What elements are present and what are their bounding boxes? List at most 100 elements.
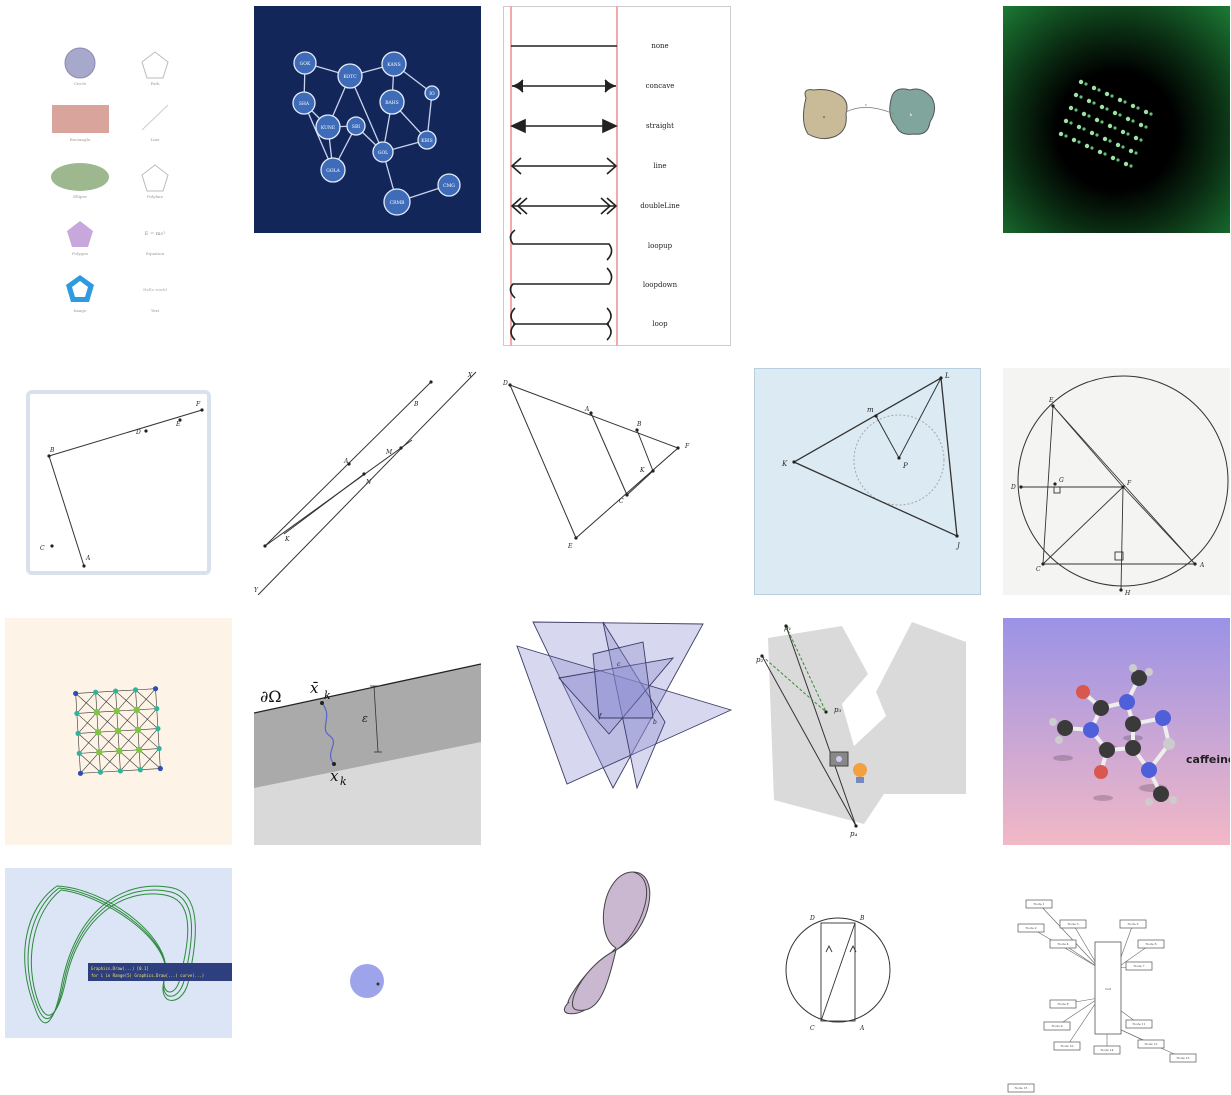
grid-node — [114, 727, 122, 735]
svg-text:KBIS: KBIS — [421, 138, 433, 144]
lattice-node — [1120, 129, 1126, 135]
caffeine-tile: caffeine — [1003, 618, 1230, 845]
point-c — [50, 544, 54, 548]
label-p3: p₃ — [834, 706, 841, 714]
label-b: B — [49, 447, 55, 454]
lightbulb-base — [856, 777, 864, 783]
spirograph-curves — [24, 885, 196, 1024]
lattice-node — [1068, 105, 1074, 111]
lattice-node — [1069, 121, 1073, 125]
svg-text:Node 4: Node 4 — [1058, 942, 1069, 946]
blob-b-label: b — [910, 112, 913, 117]
lattice-node — [1074, 108, 1078, 112]
label-b: b — [653, 719, 657, 726]
lattice-node — [1071, 137, 1077, 143]
svg-text:Node 3: Node 3 — [1068, 922, 1079, 926]
graph-node: BAHS — [379, 89, 405, 115]
lattice-node — [1058, 131, 1064, 137]
lattice-node — [1095, 133, 1099, 137]
room-polygon — [768, 622, 966, 824]
graph-node: KOTC — [337, 63, 363, 89]
shape-label: Text — [151, 308, 160, 313]
grid-node — [115, 747, 123, 755]
label-c: C — [1036, 566, 1041, 573]
point-m — [399, 446, 403, 450]
label-p: P — [902, 462, 908, 470]
svg-text:Node 11: Node 11 — [1133, 1022, 1146, 1026]
graph-node: KBIS — [417, 130, 437, 150]
tree-node: Node 13 — [1169, 1053, 1197, 1063]
small-disk-tile — [254, 868, 481, 1095]
svg-text:Node 1: Node 1 — [1034, 902, 1045, 906]
label-d: D — [503, 380, 508, 387]
label-d: D — [135, 429, 141, 436]
grid-node — [75, 730, 81, 736]
lattice-node — [1130, 103, 1136, 109]
tree-node: Node 10 — [1053, 1041, 1081, 1051]
shape-label: Equation — [146, 251, 165, 256]
circle-shape — [64, 47, 96, 79]
svg-text:Node 15: Node 15 — [1015, 1086, 1028, 1090]
label-j: J — [955, 542, 961, 550]
root-label: root — [1105, 987, 1112, 991]
point-b — [47, 454, 51, 458]
grid-node — [134, 726, 142, 734]
molecule-atoms — [1049, 664, 1177, 806]
label-l: L — [944, 372, 950, 380]
label-p1: p₁ — [784, 624, 791, 632]
code-line-2: for i in Range(5) Graphics.Draw(...) cur… — [91, 973, 204, 978]
svg-text:GOL: GOL — [378, 150, 388, 156]
svg-text:IO: IO — [429, 91, 435, 97]
label-c: c — [617, 661, 621, 668]
arrow-styles-tile: none concave straight line doubleLine lo… — [503, 6, 732, 347]
tree-node: Node 2 — [1017, 923, 1045, 933]
arrow-label: doubleLine — [640, 202, 680, 210]
arrow-loopup — [509, 229, 613, 261]
point-a — [589, 411, 593, 415]
epsilon-label: ε — [362, 712, 368, 725]
grid-node — [137, 767, 143, 773]
lattice-node — [1097, 88, 1101, 92]
xbar-label: x̄ — [310, 679, 319, 697]
network-graph-tile: GOK KOTC KANS SHA KUNE SBI BAHS IO GOL K… — [254, 6, 481, 233]
svg-text:Node 13: Node 13 — [1177, 1056, 1190, 1060]
label-b: B — [636, 421, 642, 428]
label-c: C — [619, 498, 624, 505]
grid-node — [73, 690, 79, 697]
light-path-tile: p₁ p₂ p₃ p₄ — [754, 618, 981, 845]
graph-node: IO — [424, 85, 440, 101]
lattice-node — [1149, 112, 1153, 116]
grid-node — [113, 707, 121, 715]
domain-strip-tile: ∂Ω x̄ k x k ε — [254, 618, 481, 845]
graph-node: CRMB — [383, 188, 411, 216]
lemniscate-tile — [503, 868, 730, 1095]
label-y: Y — [254, 587, 259, 594]
triangle-4 — [558, 657, 675, 735]
graph-node: CMG — [437, 173, 461, 197]
lattice-node — [1133, 135, 1139, 141]
grid-node — [76, 750, 82, 756]
code-box — [88, 963, 232, 981]
circle-geometry-tile: E D F A C G H — [1003, 368, 1230, 595]
shape-label: Rectangle — [70, 137, 91, 142]
point-k — [263, 544, 267, 548]
lightbulb-icon — [853, 763, 867, 777]
path-shape — [141, 51, 169, 79]
graph-node: KANS — [381, 51, 407, 77]
main-circle — [1017, 375, 1229, 587]
lattice-node — [1116, 158, 1120, 162]
blob-a-label: a — [823, 114, 826, 119]
camera-lens — [836, 756, 842, 762]
point-n — [362, 472, 366, 476]
lattice-node — [1092, 101, 1096, 105]
svg-text:Node 9: Node 9 — [1052, 1024, 1063, 1028]
point-x — [332, 762, 336, 766]
arrow-straight — [510, 118, 618, 134]
point-a — [347, 462, 351, 466]
shape-label: Polyline — [147, 194, 164, 199]
svg-text:Node 12: Node 12 — [1145, 1042, 1158, 1046]
svg-text:KUNE: KUNE — [321, 125, 335, 131]
svg-text:CMG: CMG — [443, 183, 455, 189]
label-h: H — [1124, 590, 1131, 595]
label-m: m — [867, 406, 874, 414]
